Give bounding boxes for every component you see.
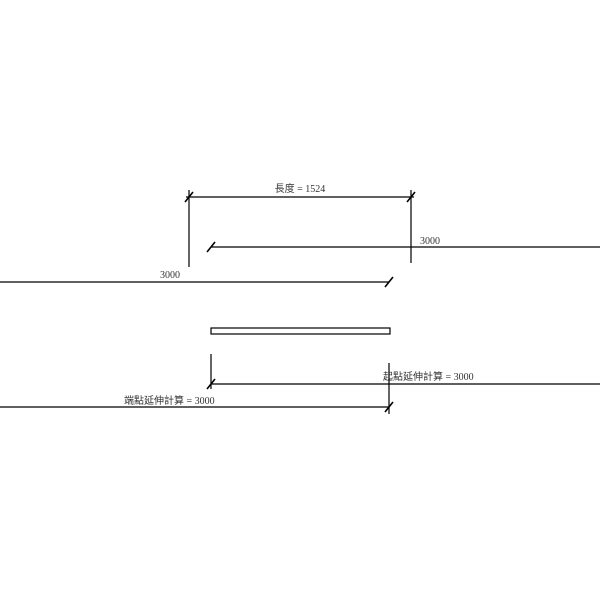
tick-mark bbox=[206, 378, 216, 390]
wall-element[interactable] bbox=[210, 327, 391, 335]
start-extension-dimension[interactable]: 起點延伸計算 = 3000 bbox=[206, 354, 600, 390]
end-extension-dimension[interactable]: 端點延伸計算 = 3000 bbox=[0, 363, 394, 414]
upper-right-dimension[interactable]: 3000 bbox=[206, 236, 600, 253]
length-label: 長度 = 1524 bbox=[275, 182, 326, 195]
tick-mark bbox=[184, 191, 194, 203]
tick-mark bbox=[384, 276, 394, 288]
start-extension-label: 起點延伸計算 = 3000 bbox=[383, 370, 474, 383]
tick-mark bbox=[406, 191, 416, 203]
upper-left-label: 3000 bbox=[160, 270, 180, 281]
tick-mark bbox=[384, 401, 394, 413]
upper-left-dimension[interactable]: 3000 bbox=[0, 270, 394, 288]
tick-mark bbox=[206, 241, 216, 253]
upper-right-label: 3000 bbox=[420, 236, 440, 247]
length-dimension[interactable]: 長度 = 1524 bbox=[184, 182, 416, 267]
end-extension-label: 端點延伸計算 = 3000 bbox=[124, 394, 215, 407]
